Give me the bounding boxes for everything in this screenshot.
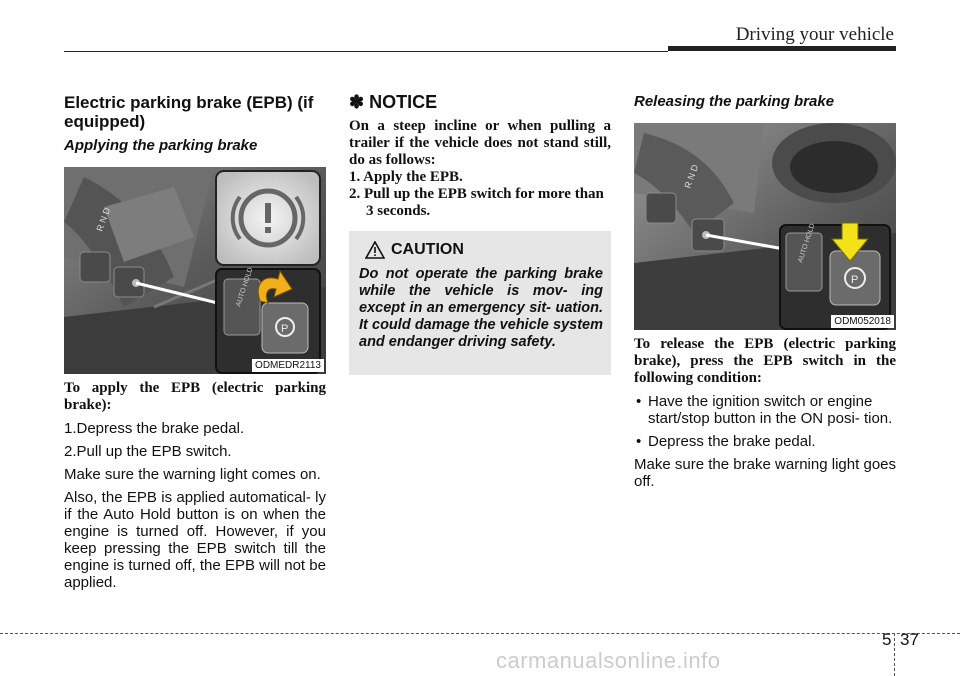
svg-text:P: P	[281, 323, 288, 335]
watermark: carmanualsonline.info	[496, 648, 721, 673]
release-bullet-1: •Have the ignition switch or engine star…	[636, 393, 893, 427]
apply-para-warning: Make sure the warning light comes on.	[64, 466, 321, 483]
footer-rule	[0, 633, 960, 634]
page-number: 37	[900, 630, 919, 649]
bullet-dot: •	[636, 393, 642, 410]
caution-box: CAUTION Do not operate the parking brake…	[349, 231, 611, 375]
notice-body: On a steep incline or when pulling a tra…	[349, 118, 611, 220]
epb-console-illustration: R N D AUTO HOLD P	[64, 167, 326, 374]
apply-step-2: 2.Pull up the EPB switch.	[64, 443, 232, 460]
image-code: ODMEDR2113	[252, 359, 324, 372]
left-body: To apply the EPB (electric parking brake…	[64, 380, 326, 591]
warning-triangle-icon	[365, 241, 385, 259]
release-bullet-2: •Depress the brake pedal.	[636, 433, 816, 450]
epb-release-illustration: R N D AUTO HOLD P	[634, 123, 896, 330]
apply-step-1: 1.Depress the brake pedal.	[64, 420, 245, 437]
footer-divider	[894, 633, 895, 676]
bullet-dot: •	[636, 433, 642, 450]
chapter-number: 5	[882, 630, 892, 649]
right-body: To release the EPB (electric parking bra…	[634, 336, 896, 490]
subheading-releasing: Releasing the parking brake	[634, 93, 835, 110]
notice-intro: On a steep incline or when pulling a tra…	[349, 118, 611, 168]
notice-step-2: 2. Pull up the EPB switch for more than …	[349, 186, 604, 219]
header-title: Driving your vehicle	[735, 24, 894, 45]
caution-title: CAUTION	[391, 241, 464, 258]
subheading-applying: Applying the parking brake	[64, 137, 258, 154]
notice-step-1: 1. Apply the EPB.	[349, 169, 463, 185]
apply-para-auto: Also, the EPB is applied automatical- ly…	[64, 489, 326, 591]
photo-releasing-epb: R N D AUTO HOLD P ODM052018	[634, 123, 896, 330]
header-rule	[64, 51, 668, 52]
svg-text:P: P	[851, 274, 858, 286]
release-para: Make sure the brake warning light goes o…	[634, 456, 896, 490]
header-rule-thick	[668, 46, 896, 51]
release-intro: To release the EPB (electric parking bra…	[634, 336, 896, 386]
apply-intro: To apply the EPB (electric parking brake…	[64, 380, 326, 413]
section-heading: Electric parking brake (EPB) (if equippe…	[64, 93, 314, 131]
notice-title: ✽ NOTICE	[349, 92, 438, 112]
photo-applying-epb: R N D AUTO HOLD P ODMEDR2113	[64, 167, 326, 374]
caution-text: Do not operate the parking brake while t…	[359, 266, 603, 350]
image-code: ODM052018	[831, 315, 894, 328]
